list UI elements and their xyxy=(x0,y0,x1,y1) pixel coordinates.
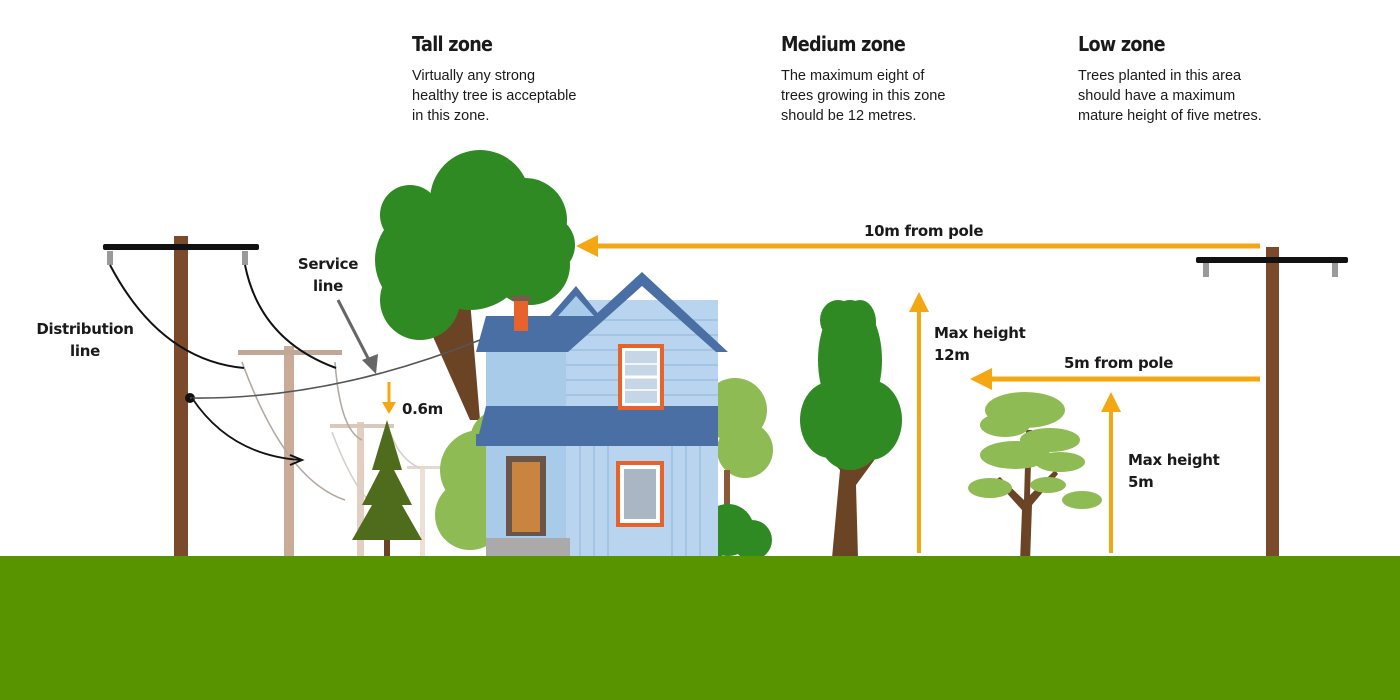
medium-zone-title: Medium zone xyxy=(781,32,906,56)
medium-tree xyxy=(800,300,902,558)
max-height-5-label: Max height 5m xyxy=(1128,449,1220,493)
label-line: Max height xyxy=(1128,451,1220,469)
label-line: line xyxy=(313,277,343,295)
max-height-12-label: Max height 12m xyxy=(934,322,1026,366)
label-line: Max height xyxy=(934,324,1026,342)
wires xyxy=(109,264,481,466)
clearance-label: 0.6m xyxy=(402,400,444,418)
low-zone-line: mature height of five metres. xyxy=(1078,108,1262,124)
medium-zone-description: The maximum eight of trees growing in th… xyxy=(781,66,1021,126)
tall-tree xyxy=(375,150,575,420)
label-line: Service xyxy=(297,255,359,273)
tall-zone-description: Virtually any strong healthy tree is acc… xyxy=(412,66,652,126)
tall-zone-title: Tall zone xyxy=(412,32,493,56)
medium-zone-line: trees growing in this zone xyxy=(781,88,946,104)
label-line: line xyxy=(70,342,100,360)
low-zone-line: should have a maximum xyxy=(1078,88,1236,104)
low-zone: Low zone Trees planted in this area shou… xyxy=(1078,32,1318,126)
label-line: 12m xyxy=(934,346,970,364)
label-line: Distribution xyxy=(36,320,134,338)
tall-zone-line: Virtually any strong xyxy=(412,68,536,84)
medium-zone: Medium zone The maximum eight of trees g… xyxy=(781,32,1021,126)
low-zone-line: Trees planted in this area xyxy=(1078,68,1242,84)
right-pole xyxy=(1196,247,1348,558)
arrows xyxy=(382,235,1260,553)
medium-zone-line: The maximum eight of xyxy=(781,68,925,84)
low-zone-title: Low zone xyxy=(1078,32,1166,56)
tall-zone-line: in this zone. xyxy=(412,108,490,124)
low-tree xyxy=(968,392,1102,562)
distribution-line-label: Distribution line xyxy=(30,318,140,362)
tall-zone: Tall zone Virtually any strong healthy t… xyxy=(412,32,652,126)
house xyxy=(476,272,728,558)
distance-5m-label: 5m from pole xyxy=(1064,354,1174,372)
low-zone-description: Trees planted in this area should have a… xyxy=(1078,66,1318,126)
medium-zone-line: should be 12 metres. xyxy=(781,108,917,124)
left-pole xyxy=(103,236,259,558)
tall-zone-line: healthy tree is acceptable xyxy=(412,88,577,104)
service-line-pointer xyxy=(336,299,378,374)
distance-10m-label: 10m from pole xyxy=(864,222,984,240)
ground xyxy=(0,556,1400,700)
small-conifer xyxy=(352,420,422,558)
service-line-label: Service line xyxy=(290,253,366,297)
label-line: 5m xyxy=(1128,473,1154,491)
